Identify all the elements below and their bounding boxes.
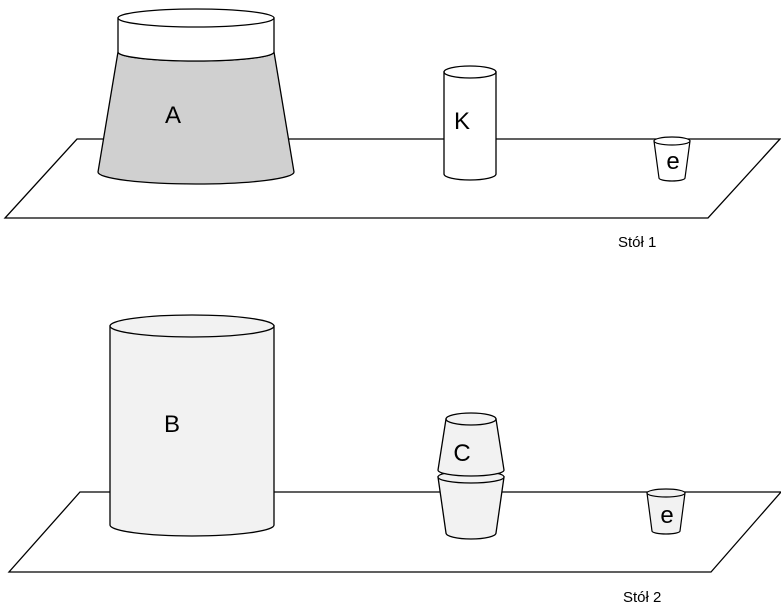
cup-e-1-rim [653, 136, 691, 146]
cylinder-b-body [109, 325, 275, 537]
cup-e-1-body [653, 140, 691, 182]
cup-c-label: C [453, 440, 470, 467]
cylinder-b-top [109, 314, 275, 338]
cup-e-1-label: e [666, 148, 679, 175]
container-a: A [97, 8, 295, 185]
cylinder-k: K [443, 65, 497, 181]
container-a-cap-top [117, 8, 275, 28]
cylinder-b: B [109, 314, 275, 537]
cup-c-top-rim [445, 412, 497, 426]
container-a-cap-side [117, 17, 275, 62]
cup-c-bottom [437, 476, 505, 540]
cup-c-top [437, 418, 505, 477]
cup-e-1: e [653, 136, 691, 182]
cylinder-k-label: K [454, 108, 470, 135]
cylinder-b-label: B [164, 411, 180, 438]
container-a-body [97, 51, 295, 185]
cup-e-2-body [646, 492, 686, 535]
cup-e-2: e [646, 488, 686, 535]
cylinder-k-body [443, 71, 497, 181]
stacked-cups-c: C [437, 412, 505, 540]
table-2-label: Stół 2 [623, 589, 661, 606]
cup-e-2-label: e [660, 502, 673, 529]
cup-e-2-rim [646, 488, 686, 498]
container-a-label: A [165, 102, 181, 129]
table-1-label: Stół 1 [618, 234, 656, 251]
cylinder-k-top [443, 65, 497, 79]
